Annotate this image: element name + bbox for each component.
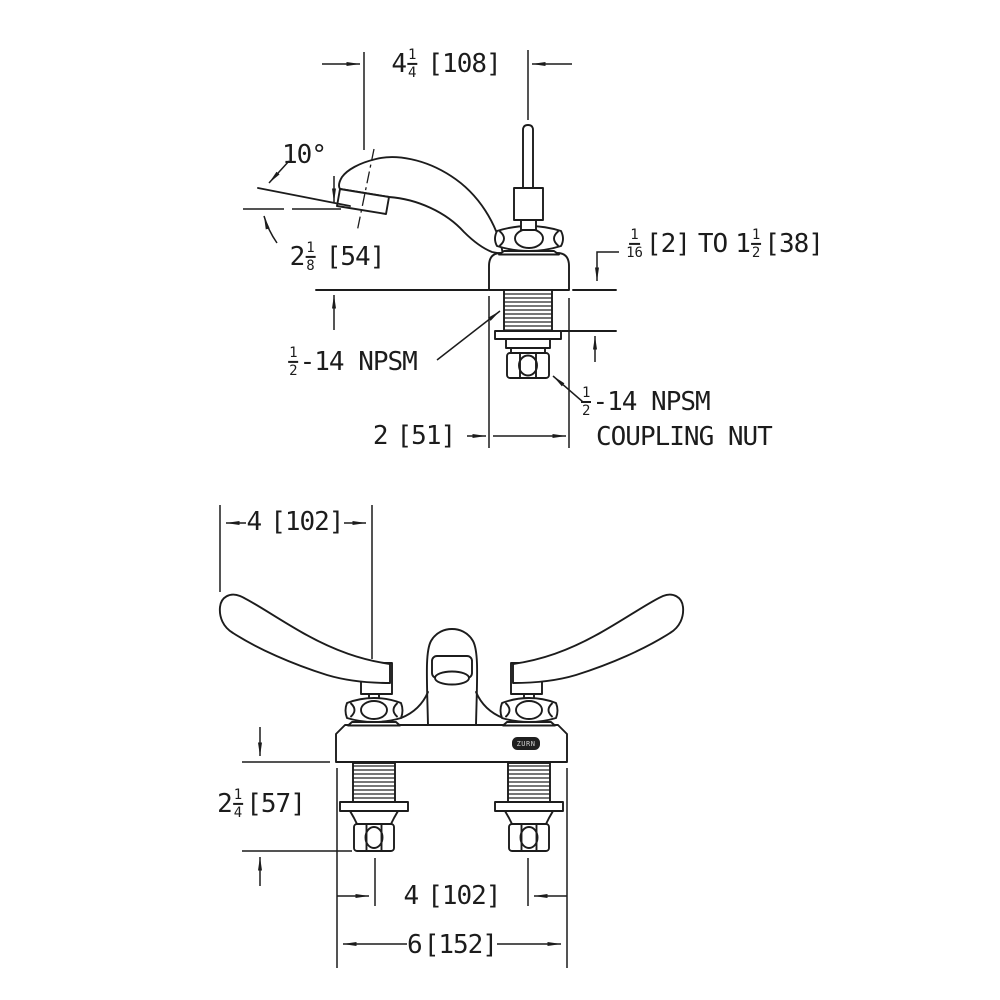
coupling-nut [506, 352, 550, 379]
dim-overall-width: 6[152] [407, 930, 498, 960]
supply-shank-right [494, 762, 564, 852]
side-view-faucet [315, 124, 617, 379]
handle-stem [522, 124, 534, 189]
front-view-faucet [218, 593, 685, 852]
handle-adapter [513, 187, 544, 221]
supply-shank [339, 762, 409, 852]
faucet-base [335, 724, 568, 763]
spout-outline [338, 156, 504, 255]
side-view-dimensions [243, 50, 619, 448]
dim-handle-length: 4[102] [246, 507, 345, 537]
front-view-dimensions [219, 505, 568, 968]
brand-badge [512, 737, 540, 750]
shank-threads [503, 289, 553, 332]
dim-body-width: 2[51] [372, 421, 456, 451]
outlet-centerline [356, 148, 375, 233]
faucet-body [488, 252, 570, 291]
shank-flange [494, 330, 562, 340]
wrist-blade-handle-right [499, 593, 685, 727]
wrist-blade-handle [218, 593, 404, 727]
dim-spout-angle: 10° [282, 140, 327, 170]
dim-faucet-centers: 4[102] [403, 881, 502, 911]
brand-logo-text: ZURN [516, 739, 536, 748]
